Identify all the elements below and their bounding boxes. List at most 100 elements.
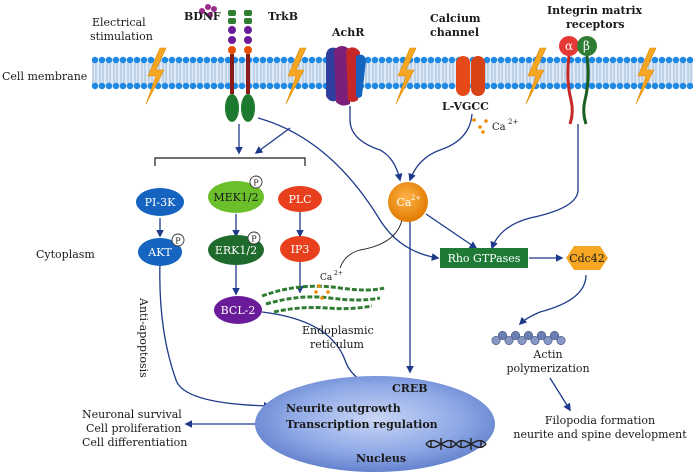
lipid-head [448, 82, 456, 90]
actin-monomer [556, 335, 566, 345]
pathway-bracket [154, 157, 306, 166]
lipid-head [308, 82, 316, 90]
lipid-head [112, 56, 120, 64]
lipid-head [441, 82, 449, 90]
mek-node: MEK1/2 [208, 181, 264, 213]
lipid-head [301, 56, 309, 64]
svg-text:BCL-2: BCL-2 [221, 304, 256, 317]
lipid-head [273, 56, 281, 64]
ca-ions-er [314, 284, 330, 300]
lipid-head [280, 82, 288, 90]
lipid-head [140, 82, 148, 90]
lipid-head [133, 82, 141, 90]
lipid-head [651, 56, 659, 64]
endoplasmic-reticulum [261, 284, 385, 314]
label-filopodia-1: Filopodia formation [545, 414, 655, 427]
label-integrin-2: receptors [566, 18, 625, 31]
lipid-head [119, 56, 127, 64]
svg-text:MEK1/2: MEK1/2 [213, 191, 258, 204]
lipid-head [553, 82, 561, 90]
label-electrical-2: stimulation [90, 30, 153, 43]
label-cell-membrane: Cell membrane [2, 70, 87, 83]
pathway-arrows [156, 106, 587, 428]
lipid-head [203, 82, 211, 90]
lipid-head [595, 56, 603, 64]
label-bdnf: BDNF [184, 10, 221, 23]
label-calcium-channel-1: Calcium [430, 12, 481, 25]
lipid-head [91, 56, 99, 64]
ca-center-node: Ca 2+ [388, 182, 428, 222]
lipid-head [672, 56, 680, 64]
label-outcome-1: Neuronal survival [82, 408, 182, 421]
dna-icon [425, 438, 487, 450]
lipid-head [490, 56, 498, 64]
lipid-head [665, 82, 673, 90]
cdc42-node: Cdc42 [566, 246, 608, 270]
lipid-head [189, 56, 197, 64]
actin-monomer [543, 335, 553, 345]
lipid-head [273, 82, 281, 90]
bcl2-node: BCL-2 [214, 296, 262, 324]
label-ca-outside-sup: 2+ [508, 118, 518, 126]
lipid-head [196, 82, 204, 90]
lipid-head [497, 82, 505, 90]
label-lvgcc: L-VGCC [442, 100, 489, 113]
lipid-head [140, 56, 148, 64]
lipid-head [651, 82, 659, 90]
lipid-head [497, 56, 505, 64]
lipid-head [189, 82, 197, 90]
svg-text:P: P [251, 235, 257, 244]
achr-receptor [326, 46, 366, 106]
lipid-head [504, 56, 512, 64]
label-transcription: Transcription regulation [286, 418, 438, 431]
lipid-head [119, 82, 127, 90]
lipid-head [434, 82, 442, 90]
lipid-head [91, 82, 99, 90]
lipid-head [609, 56, 617, 64]
svg-text:ERK1/2: ERK1/2 [215, 244, 257, 257]
lightning-icons [145, 47, 657, 105]
lipid-head [168, 56, 176, 64]
lipid-head [602, 82, 610, 90]
label-alpha: α [565, 39, 573, 53]
lipid-head [371, 56, 379, 64]
lipid-head [490, 82, 498, 90]
lipid-head [616, 82, 624, 90]
lipid-head [413, 56, 421, 64]
svg-text:P: P [253, 179, 259, 188]
bdnf-ligand [199, 4, 217, 18]
lipid-head [630, 82, 638, 90]
lipid-head [224, 82, 232, 90]
label-actin-1: Actin [532, 348, 562, 361]
actin-monomer [549, 330, 559, 340]
lightning-icon [145, 47, 167, 105]
lipid-head [308, 56, 316, 64]
lipid-head [672, 82, 680, 90]
label-outcome-3: Cell differentiation [82, 436, 187, 449]
svg-text:AKT: AKT [147, 246, 172, 259]
lightning-icon [395, 47, 417, 105]
integrin-receptor [559, 36, 597, 125]
actin-monomer [491, 335, 501, 345]
label-ca-er-sup: 2+ [334, 270, 343, 277]
lipid-head [259, 56, 267, 64]
lipid-head [259, 82, 267, 90]
lipid-head [364, 82, 372, 90]
lipid-head [98, 56, 106, 64]
svg-text:PLC: PLC [288, 193, 311, 206]
lipid-head [658, 56, 666, 64]
lipid-head [483, 82, 491, 90]
label-achr: AchR [331, 26, 365, 39]
nucleus [255, 376, 495, 472]
lipid-head [560, 82, 568, 90]
lipid-head [504, 82, 512, 90]
lipid-head [315, 56, 323, 64]
label-cytoplasm: Cytoplasm [36, 248, 95, 261]
ip3-node: IP3 [280, 236, 320, 262]
lipid-head [420, 82, 428, 90]
trkb-receptor [225, 10, 255, 122]
lipid-head [392, 56, 400, 64]
lipid-head [413, 82, 421, 90]
lipid-head [238, 82, 246, 90]
